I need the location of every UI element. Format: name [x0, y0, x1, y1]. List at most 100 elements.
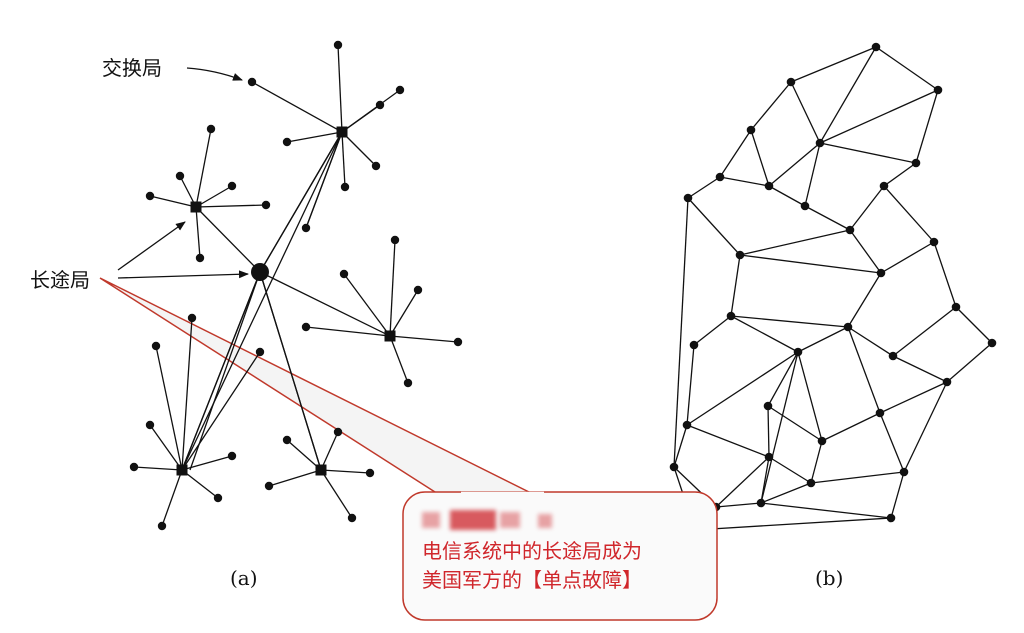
exchange-node	[282, 435, 292, 445]
mesh-link	[883, 162, 917, 187]
mesh-link	[955, 306, 993, 344]
mesh-link	[892, 306, 957, 357]
mesh-link	[750, 129, 770, 187]
mesh-link	[847, 326, 894, 357]
mesh-node	[726, 311, 736, 321]
local-line	[195, 185, 233, 208]
mesh-link	[797, 351, 823, 442]
mesh-link	[767, 351, 799, 407]
trunk-line	[189, 271, 261, 471]
mesh-node	[933, 85, 943, 95]
mesh-link	[750, 81, 792, 131]
mesh-node	[871, 42, 881, 52]
mesh-link	[847, 326, 881, 414]
local-line	[195, 128, 212, 208]
toll-node	[176, 464, 188, 476]
local-line	[181, 317, 193, 471]
mesh-link	[915, 89, 939, 164]
exchange-node	[375, 100, 385, 110]
mesh-link	[760, 351, 799, 504]
mesh-link	[810, 440, 823, 484]
mesh-link	[804, 205, 851, 231]
mesh-node	[879, 181, 889, 191]
mesh-link	[946, 342, 993, 383]
trunk-line	[181, 131, 343, 471]
trunk-line	[259, 131, 343, 273]
mesh-node	[899, 467, 909, 477]
mesh-link	[767, 405, 770, 458]
mesh-link	[687, 197, 741, 256]
exchange-node	[413, 285, 423, 295]
mesh-node	[682, 420, 692, 430]
toll-node	[384, 330, 396, 342]
mesh-node	[669, 462, 679, 472]
trunk-line	[181, 271, 261, 471]
trunk-line	[195, 206, 261, 273]
mesh-link	[686, 344, 695, 426]
mesh-link	[933, 241, 957, 308]
exchange-node	[371, 161, 381, 171]
exchange-node	[227, 451, 237, 461]
local-line	[341, 131, 346, 188]
exchange-node	[333, 40, 343, 50]
exchange-label: 交换局	[102, 56, 162, 80]
mesh-link	[686, 424, 770, 458]
toll-arrow-2	[117, 270, 249, 279]
mesh-link	[693, 315, 732, 346]
mesh-link	[797, 326, 849, 353]
mesh-link	[768, 456, 812, 484]
exchange-node	[187, 313, 197, 323]
mesh-link	[686, 351, 799, 426]
local-line	[341, 104, 381, 133]
mesh-link	[879, 412, 905, 473]
mesh-node	[793, 347, 803, 357]
mesh-link	[790, 46, 877, 83]
exchange-node	[395, 85, 405, 95]
toll-hub-node	[251, 263, 269, 281]
local-line	[195, 206, 201, 259]
mesh-node	[911, 158, 921, 168]
mesh-link	[880, 241, 935, 274]
mesh-node	[815, 138, 825, 148]
exchange-node	[145, 191, 155, 201]
mesh-link	[694, 517, 892, 531]
mesh-node	[683, 193, 693, 203]
mesh-link	[715, 456, 770, 508]
network-a-nodes	[129, 40, 463, 531]
mesh-link	[903, 381, 948, 473]
local-line	[251, 81, 343, 133]
exchange-node	[151, 341, 161, 351]
mesh-link	[760, 502, 892, 519]
mesh-link	[819, 46, 877, 144]
mesh-node	[756, 498, 766, 508]
exchange-node	[347, 513, 357, 523]
callout-line-1: 电信系统中的长途局成为	[422, 539, 642, 563]
mesh-link	[719, 176, 770, 187]
label-arrows	[117, 67, 249, 279]
toll-node	[336, 126, 348, 138]
local-line	[320, 469, 371, 474]
local-line	[286, 131, 343, 143]
local-line	[149, 195, 197, 208]
exchange-node	[365, 468, 375, 478]
exchange-arrow	[186, 67, 243, 81]
mesh-node	[888, 351, 898, 361]
local-line	[389, 289, 419, 337]
trunk-line	[259, 271, 322, 471]
mesh-link	[673, 424, 688, 468]
exchange-node	[264, 481, 274, 491]
local-line	[337, 44, 343, 133]
mesh-link	[819, 142, 917, 164]
mesh-node	[875, 408, 885, 418]
exchange-node	[175, 171, 185, 181]
mesh-link	[767, 405, 823, 442]
local-line	[181, 351, 261, 471]
mesh-link	[883, 185, 935, 243]
mesh-node	[886, 513, 896, 523]
mesh-node	[817, 436, 827, 446]
exchange-node	[129, 462, 139, 472]
exchange-node	[301, 322, 311, 332]
toll-node	[315, 464, 327, 476]
exchange-node	[453, 337, 463, 347]
